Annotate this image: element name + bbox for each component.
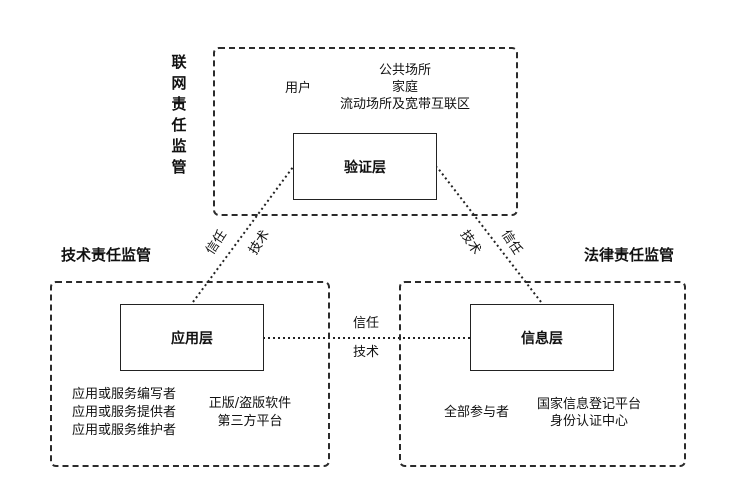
user-label: 用户 (285, 81, 312, 96)
network-group (213, 47, 518, 216)
place-home: 家庭 (391, 80, 418, 95)
legal-title: 法律责任监管 (584, 246, 675, 264)
national-registry-platform: 国家信息登记平台 (536, 397, 641, 412)
place-public: 公共场所 (378, 63, 431, 78)
application-layer: 应用层 (120, 304, 264, 371)
provider-supplier: 应用或服务提供者 (72, 405, 177, 420)
technical-group (50, 281, 330, 467)
information-layer: 信息层 (470, 304, 614, 371)
bottom-trust-label: 信任 (353, 316, 380, 331)
software-type: 正版/盗版软件 (208, 396, 292, 411)
place-mobile: 流动场所及宽带互联区 (339, 97, 470, 112)
technical-title: 技术责任监管 (61, 246, 152, 264)
all-participants: 全部参与者 (444, 405, 510, 420)
legal-group (399, 281, 686, 467)
provider-maintainer: 应用或服务维护者 (72, 423, 177, 438)
link-app-verify (192, 166, 294, 303)
link-info-verify (436, 166, 542, 303)
network-title: 联网责任监管 (171, 53, 187, 176)
third-party-platform: 第三方平台 (217, 414, 283, 429)
bottom-tech-label: 技术 (353, 345, 380, 360)
verification-layer: 验证层 (293, 133, 437, 200)
provider-writer: 应用或服务编写者 (72, 387, 177, 402)
identity-auth-center: 身份认证中心 (549, 414, 628, 429)
